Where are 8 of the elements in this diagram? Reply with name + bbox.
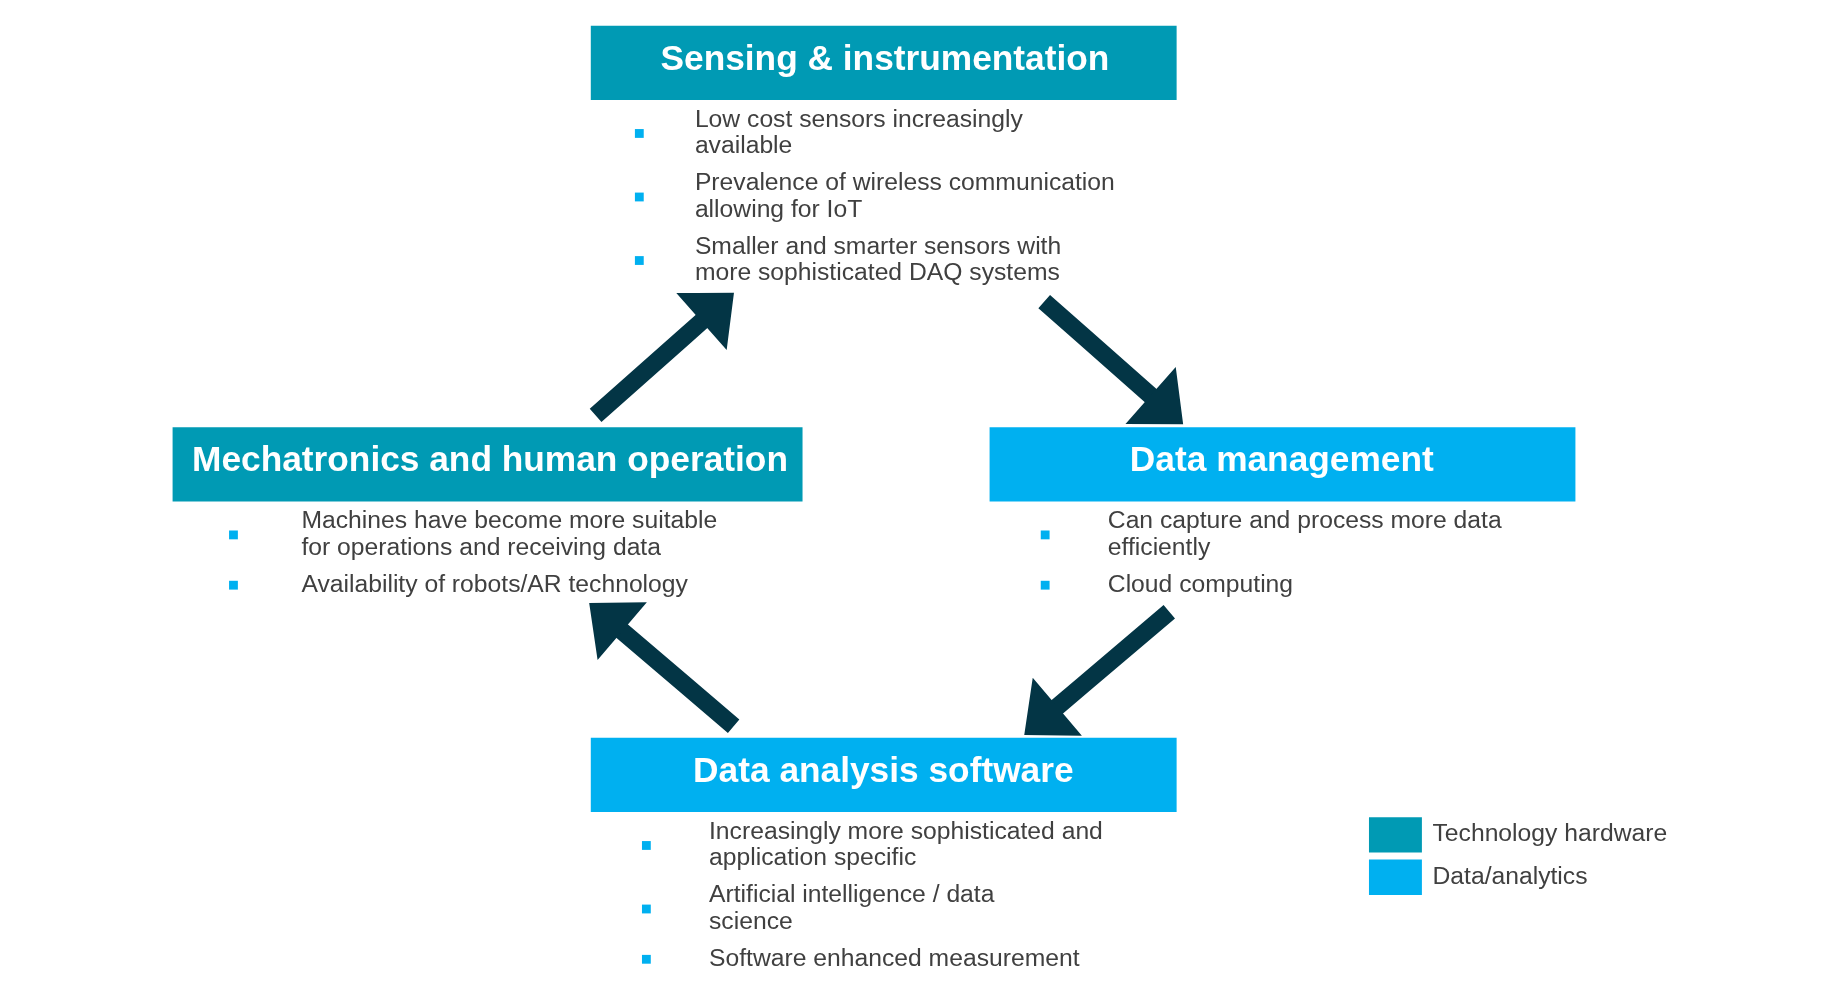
node-label: Availability of robots/AR technology (300, 569, 688, 597)
legend-label: Data/analytics (1431, 861, 1588, 889)
legend-label: Technology hardware (1431, 819, 1667, 847)
arrow (1037, 295, 1183, 425)
node-label: Cloud computing (1107, 569, 1293, 597)
arrow (588, 602, 739, 733)
arrow (589, 292, 734, 422)
arrow (1023, 604, 1175, 736)
